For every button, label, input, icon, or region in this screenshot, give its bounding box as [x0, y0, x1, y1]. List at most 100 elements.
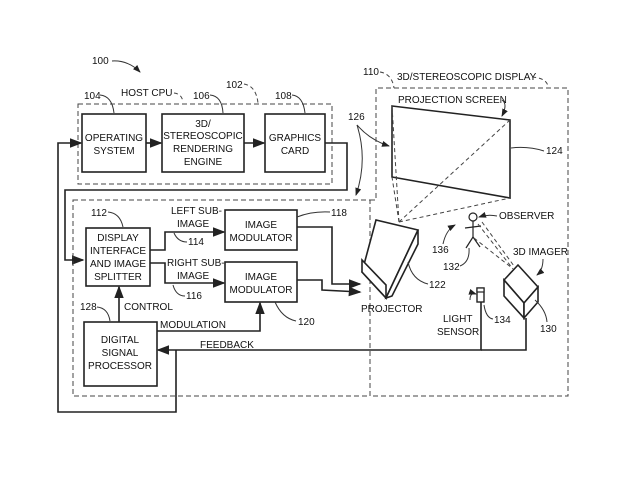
- right-sub-label-2: IMAGE: [177, 271, 210, 282]
- engine-label-2: STEREOSCOPIC: [163, 131, 242, 142]
- splitter-label-4: SPLITTER: [94, 272, 142, 283]
- projector: [361, 219, 420, 301]
- rendering-engine-box: [161, 113, 245, 173]
- dsp-box: [83, 321, 158, 387]
- left-sub-label-1: LEFT SUB-: [171, 206, 222, 217]
- ref-130: 130: [540, 324, 557, 335]
- modulator-1-label-1: IMAGE: [245, 220, 278, 231]
- imager-ray-2: [481, 221, 515, 267]
- imager-feedback-line: [481, 318, 527, 351]
- os-label-2: SYSTEM: [93, 146, 134, 157]
- imager-ray-1: [477, 223, 514, 270]
- ref-124: 124: [546, 146, 563, 157]
- ref-120-leader: [274, 301, 297, 322]
- ref-114-leader: [173, 232, 188, 243]
- modulator-1-label-2: MODULATOR: [230, 233, 293, 244]
- dsp-to-os-loop: [57, 138, 177, 413]
- right-subimage-arrow: [150, 262, 226, 288]
- graphics-label-2: CARD: [281, 146, 309, 157]
- left-subimage-arrow: [150, 227, 226, 251]
- observer-label: OBSERVER: [499, 211, 554, 222]
- light-sensor: [476, 287, 485, 303]
- right-sub-label-1: RIGHT SUB-: [167, 258, 225, 269]
- dsp-label-2: SIGNAL: [102, 348, 139, 359]
- graphics-card-box: [264, 113, 326, 173]
- imager-arrow: [536, 258, 545, 276]
- mod2-to-projector: [297, 279, 362, 297]
- observer-figure: [464, 212, 482, 249]
- splitter-label-3: AND IMAGE: [90, 259, 146, 270]
- ref-104-leader: [99, 94, 115, 114]
- mod1-to-projector: [297, 226, 362, 289]
- ref-122: 122: [429, 280, 446, 291]
- ref-100-arrow: [111, 60, 141, 73]
- projector-label: PROJECTOR: [361, 304, 423, 315]
- ref-106: 106: [193, 91, 210, 102]
- ref-118: 118: [331, 208, 347, 219]
- imager-ray-3: [473, 237, 513, 269]
- ref-100: 100: [92, 56, 109, 67]
- dsp-label-3: PROCESSOR: [88, 361, 152, 372]
- ref-116-leader: [172, 284, 186, 297]
- ref-112-leader: [107, 211, 124, 228]
- ray-4: [398, 197, 511, 223]
- ref-128: 128: [80, 302, 97, 313]
- host-cpu-label: HOST CPU: [121, 88, 173, 99]
- splitter-box: [85, 227, 151, 287]
- ref-132: 132: [443, 262, 460, 273]
- projection-screen-label: PROJECTION SCREEN: [398, 95, 507, 106]
- ref-114: 114: [188, 237, 204, 248]
- ref-102-leader: [243, 83, 259, 104]
- modulator-2-label-1: IMAGE: [245, 272, 278, 283]
- modulation-label: MODULATION: [160, 320, 226, 331]
- sensor-label-1: LIGHT: [443, 314, 472, 325]
- observer-arrow: [478, 211, 498, 218]
- ref-122-leader: [407, 261, 429, 285]
- ref-136-arrow: [442, 224, 456, 245]
- ray-3: [391, 176, 400, 223]
- host-cpu-leader: [173, 92, 184, 103]
- ref-120: 120: [298, 317, 315, 328]
- ref-136: 136: [432, 245, 449, 256]
- ref-124-leader: [510, 146, 545, 152]
- ref-104: 104: [84, 91, 101, 102]
- ref-116: 116: [186, 291, 202, 302]
- display-leader: [531, 76, 549, 87]
- sensor-label-2: SENSOR: [437, 327, 479, 338]
- screen-label-arrow: [501, 99, 508, 117]
- projection-screen: [391, 105, 511, 199]
- ref-126-arrow-b: [355, 124, 363, 196]
- ref-112: 112: [91, 208, 107, 219]
- left-sub-label-2: IMAGE: [177, 219, 210, 230]
- os-label-1: OPERATING: [85, 133, 143, 144]
- dsp-label-1: DIGITAL: [101, 335, 140, 346]
- ref-130-leader: [534, 299, 548, 323]
- splitter-label-2: INTERFACE: [90, 246, 146, 257]
- ref-108-leader: [291, 94, 306, 114]
- ref-134: 134: [494, 315, 511, 326]
- ray-1: [391, 105, 400, 223]
- ref-118-leader: [296, 211, 331, 218]
- ref-102: 102: [226, 80, 243, 91]
- sensor-arrow: [468, 288, 477, 301]
- ref-126: 126: [348, 112, 365, 123]
- image-modulator-2: [224, 261, 298, 303]
- modulator-2-label-2: MODULATOR: [230, 285, 293, 296]
- modulation-arrow: [157, 301, 265, 332]
- ref-132-leader: [459, 247, 470, 267]
- display-label: 3D/STEREOSCOPIC DISPLAY: [397, 72, 537, 83]
- imager-label: 3D IMAGER: [513, 247, 568, 258]
- engine-label-4: ENGINE: [184, 157, 223, 168]
- ref-108: 108: [275, 91, 292, 102]
- ref-134-leader: [483, 304, 494, 320]
- 3d-imager: [502, 263, 540, 321]
- display-group: [370, 87, 569, 397]
- ref-128-leader: [96, 306, 111, 322]
- ref-110-leader: [379, 71, 395, 89]
- operating-system-box: [81, 113, 147, 173]
- feedback-label: FEEDBACK: [200, 340, 254, 351]
- engine-label-1: 3D/: [195, 119, 211, 130]
- image-modulator-1: [224, 209, 298, 251]
- graphics-to-splitter-line: [64, 142, 348, 265]
